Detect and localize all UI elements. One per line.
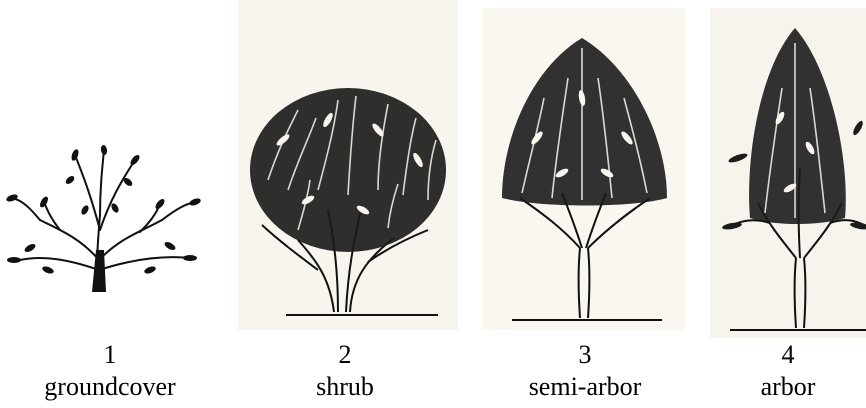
arbor-drawing [710, 8, 866, 338]
groundcover-drawing [0, 120, 232, 315]
shrub-illustration [238, 0, 458, 330]
plant-label-shrub: shrub [235, 372, 455, 402]
semi-arbor-drawing [482, 8, 685, 330]
plant-number-2: 2 [235, 340, 455, 370]
plant-number-1: 1 [0, 340, 220, 370]
plant-number-4: 4 [678, 340, 866, 370]
shrub-drawing [238, 0, 458, 330]
arbor-illustration [710, 8, 866, 338]
groundcover-illustration [0, 120, 232, 315]
plant-label-arbor: arbor [678, 372, 866, 402]
semi-arbor-illustration [482, 8, 685, 330]
plant-label-groundcover: groundcover [0, 372, 220, 402]
plant-number-3: 3 [475, 340, 695, 370]
plant-label-semi-arbor: semi-arbor [475, 372, 695, 402]
